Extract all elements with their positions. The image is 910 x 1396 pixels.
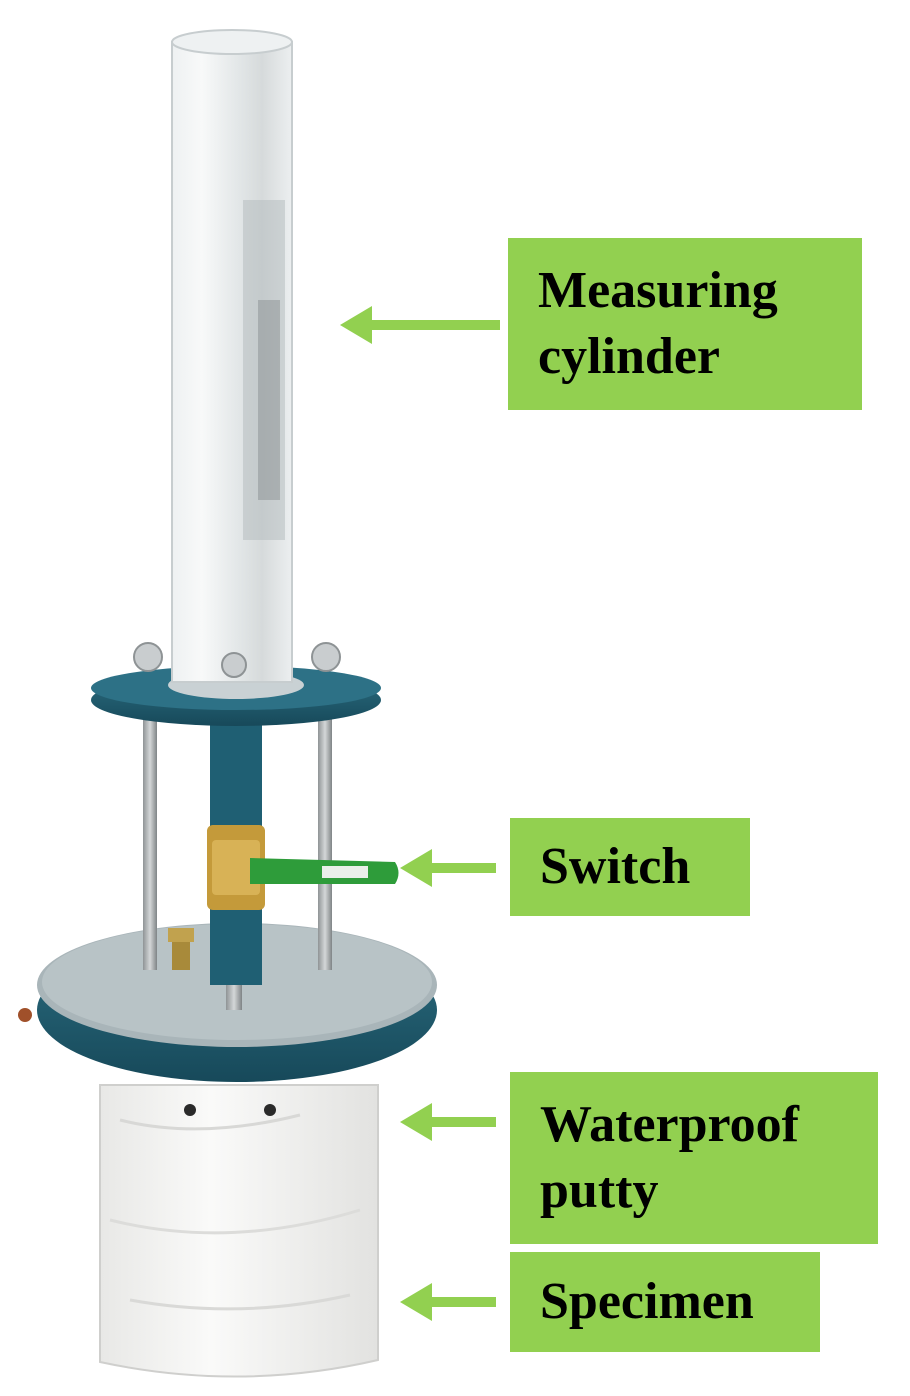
label-specimen: Specimen [510, 1252, 820, 1352]
center-pipe [207, 720, 265, 985]
arrow-waterproof-putty [400, 1103, 496, 1141]
label-switch-text: Switch [540, 838, 691, 895]
arrow-measuring-cylinder [340, 306, 500, 344]
label-measuring-cylinder-text: Measuring cylinder [538, 262, 778, 385]
label-waterproof-putty: Waterproof putty [510, 1072, 878, 1244]
measuring-cylinder-tube [171, 29, 293, 683]
specimen-body [99, 1084, 379, 1378]
arrow-specimen [400, 1283, 496, 1321]
flange-nuts [133, 642, 341, 678]
label-measuring-cylinder: Measuring cylinder [508, 238, 862, 410]
label-waterproof-putty-text: Waterproof putty [540, 1096, 799, 1219]
arrow-switch [400, 849, 496, 887]
brass-vent [168, 928, 194, 970]
valve-handle [250, 858, 399, 884]
label-specimen-text: Specimen [540, 1273, 754, 1330]
label-switch: Switch [510, 818, 750, 916]
